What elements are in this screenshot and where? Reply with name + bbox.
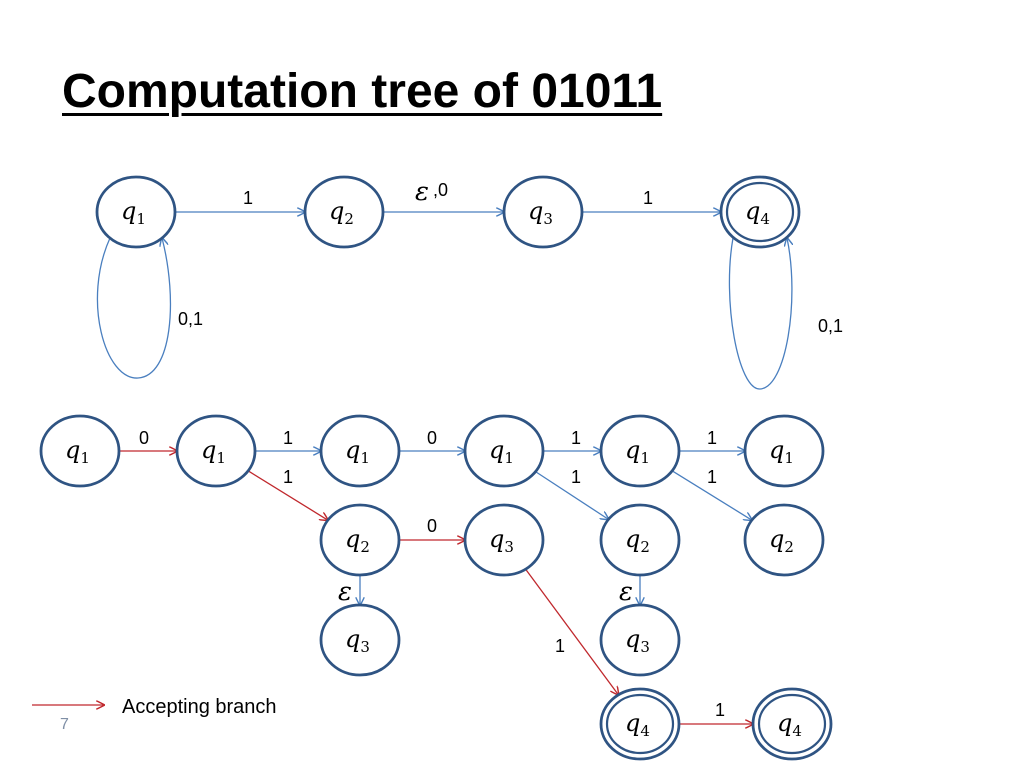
node-layer: q1 q2 q3 q4 q1 q1 q1 q1 q1 q1 q2 q3 q2 q2 q3 q3 q4 q4 — [39, 175, 833, 761]
tree-node-t9: q2 — [599, 503, 681, 577]
tree-node-t8: q3 — [463, 503, 545, 577]
state-circle — [319, 603, 401, 677]
state-subscript: 3 — [543, 210, 553, 228]
accept-ring — [725, 181, 795, 243]
state-subscript: 1 — [640, 449, 650, 467]
tree-node-t6: q1 — [743, 414, 825, 488]
state-circle — [502, 175, 584, 249]
tree-node-t5: q1 — [599, 414, 681, 488]
edge-label: ,0 — [433, 180, 448, 200]
state-circle — [599, 503, 681, 577]
edge-label: 1 — [571, 428, 581, 448]
state-subscript: 1 — [360, 449, 370, 467]
edge-label: 1 — [283, 428, 293, 448]
state-subscript: 3 — [640, 638, 650, 656]
state-subscript: 4 — [640, 722, 650, 740]
tree-node-t10: q2 — [743, 503, 825, 577]
state-circle — [175, 414, 257, 488]
tree-node-t4: q1 — [463, 414, 545, 488]
edge-label: 0 — [427, 428, 437, 448]
edge-label: 1 — [571, 467, 581, 487]
state-circle — [463, 503, 545, 577]
tree-node-t7: q2 — [319, 503, 401, 577]
edge-label: 1 — [715, 700, 725, 720]
state-circle — [599, 603, 681, 677]
state-circle — [39, 414, 121, 488]
state-subscript: 2 — [360, 538, 370, 556]
nfa-self-loop-n-q1 — [96, 238, 172, 379]
self-loop-label: 0,1 — [178, 309, 203, 329]
state-circle — [599, 687, 681, 761]
edge-label: 1 — [707, 467, 717, 487]
state-subscript: 2 — [640, 538, 650, 556]
state-subscript: 1 — [136, 210, 146, 228]
self-loop-label: 0,1 — [818, 316, 843, 336]
state-subscript: 4 — [760, 210, 770, 228]
tree-node-t3: q1 — [319, 414, 401, 488]
tree-node-t11: q3 — [319, 603, 401, 677]
edge-label: 1 — [707, 428, 717, 448]
edge-layer — [96, 212, 791, 724]
state-subscript: 1 — [80, 449, 90, 467]
state-circle — [719, 175, 801, 249]
tree-node-t14: q4 — [751, 687, 833, 761]
tree-node-t12: q3 — [599, 603, 681, 677]
state-circle — [319, 503, 401, 577]
accept-ring — [605, 693, 675, 755]
state-subscript: 3 — [360, 638, 370, 656]
state-circle — [303, 175, 385, 249]
edge-label: 0 — [427, 516, 437, 536]
epsilon-label: ε — [415, 177, 429, 207]
state-subscript: 2 — [784, 538, 794, 556]
state-circle — [751, 687, 833, 761]
state-subscript: 4 — [792, 722, 802, 740]
nfa-state-n-q2: q2 — [303, 175, 385, 249]
state-circle — [599, 414, 681, 488]
epsilon-label: ε — [619, 577, 633, 607]
state-subscript: 3 — [504, 538, 514, 556]
page-number: 7 — [60, 716, 69, 733]
tree-edge-t8-t13 — [525, 568, 619, 695]
tree-edge-t5-t10 — [671, 470, 752, 520]
tree-node-t2: q1 — [175, 414, 257, 488]
edge-label: 1 — [283, 467, 293, 487]
tree-node-t1: q1 — [39, 414, 121, 488]
tree-node-t13: q4 — [599, 687, 681, 761]
edge-label: 1 — [643, 188, 653, 208]
tree-edge-t2-t7 — [247, 470, 328, 520]
edge-label: 0 — [139, 428, 149, 448]
state-subscript: 1 — [216, 449, 226, 467]
state-subscript: 1 — [504, 449, 514, 467]
nfa-state-n-q1: q1 — [95, 175, 177, 249]
legend-label: Accepting branch — [122, 696, 277, 718]
state-subscript: 1 — [784, 449, 794, 467]
accept-ring — [757, 693, 827, 755]
epsilon-label: ε — [338, 577, 352, 607]
state-label: q3 — [489, 525, 514, 556]
nfa-state-n-q4: q4 — [719, 175, 801, 249]
state-circle — [743, 414, 825, 488]
tree-edge-t4-t9 — [535, 471, 609, 520]
state-circle — [95, 175, 177, 249]
edge-label: 1 — [555, 636, 565, 656]
nfa-self-loop-n-q4 — [728, 238, 791, 390]
state-circle — [463, 414, 545, 488]
nfa-state-n-q3: q3 — [502, 175, 584, 249]
edge-label: 1 — [243, 188, 253, 208]
state-subscript: 2 — [344, 210, 354, 228]
state-circle — [743, 503, 825, 577]
slide-title: Computation tree of 01011 — [62, 65, 663, 118]
state-circle — [319, 414, 401, 488]
